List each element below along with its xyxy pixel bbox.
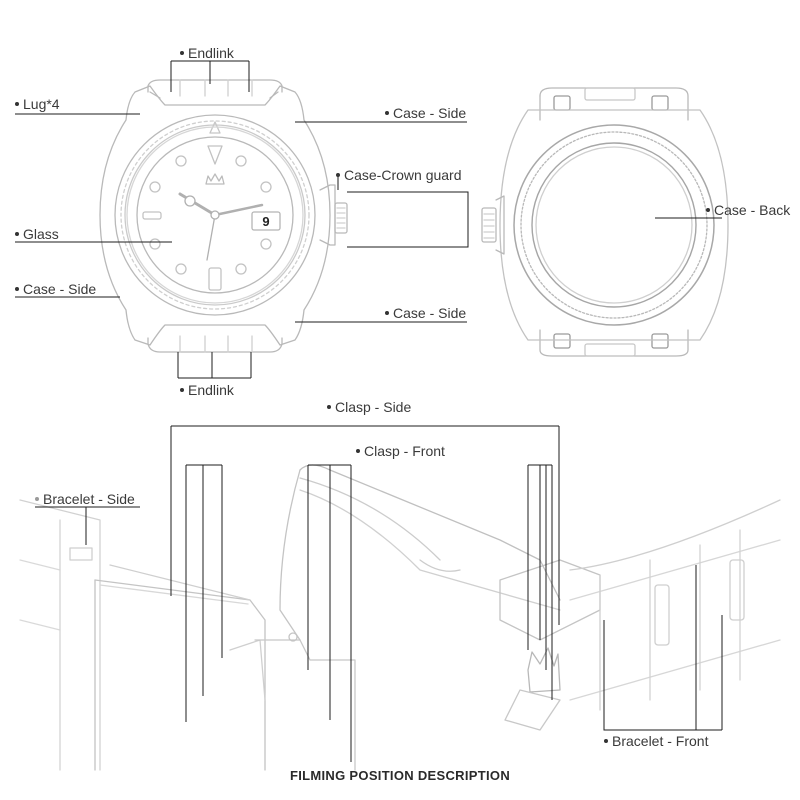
label-case-side-top-right: Case - Side: [385, 105, 466, 121]
bullet-dot-icon: [706, 208, 710, 213]
label-text: Clasp - Front: [364, 443, 445, 459]
label-text: Case-Crown guard: [344, 167, 462, 183]
bullet-dot-icon: [327, 405, 331, 410]
watch-front-illustration: [99, 79, 348, 353]
bullet-dot-icon: [604, 739, 608, 744]
bullet-dot-icon: [385, 111, 389, 116]
diagram-caption: FILMING POSITION DESCRIPTION: [289, 768, 511, 783]
label-endlink-bottom: Endlink: [180, 382, 234, 398]
label-text: Case - Side: [23, 281, 97, 297]
leader-lines: [15, 60, 723, 762]
label-text: Clasp - Side: [335, 399, 412, 415]
label-text: Endlink: [188, 45, 234, 61]
label-text: Glass: [23, 226, 59, 242]
label-case-crown-guard: Case-Crown guard: [336, 167, 462, 183]
label-text: Endlink: [188, 382, 234, 398]
date-window-value: 9: [262, 214, 269, 229]
label-text: Case - Back: [714, 202, 791, 218]
bullet-dot-icon: [15, 287, 19, 292]
label-endlink-top: Endlink: [180, 45, 234, 61]
bullet-dot-icon: [385, 311, 389, 316]
label-text: Bracelet - Front: [612, 733, 709, 749]
bullet-dot-icon: [15, 232, 19, 237]
label-case-side-bottom-right: Case - Side: [385, 305, 466, 321]
label-text: Lug*4: [23, 96, 60, 112]
bullet-dot-icon: [15, 102, 19, 107]
label-clasp-front: Clasp - Front: [356, 443, 445, 459]
label-case-side-left: Case - Side: [15, 281, 96, 297]
label-text: Case - Side: [393, 105, 467, 121]
bracelet-clasp-illustration: [19, 464, 781, 771]
label-case-back: Case - Back: [706, 202, 790, 218]
bullet-dot-icon: [336, 173, 340, 178]
label-text: Bracelet - Side: [43, 491, 135, 507]
watch-back-illustration: [481, 87, 729, 357]
bullet-dot-icon: [180, 51, 184, 56]
bullet-dot-icon: [35, 497, 39, 502]
label-text: Case - Side: [393, 305, 467, 321]
label-bracelet-front: Bracelet - Front: [604, 733, 708, 749]
label-bracelet-side: Bracelet - Side: [35, 491, 135, 507]
label-glass: Glass: [15, 226, 59, 242]
label-clasp-side: Clasp - Side: [327, 399, 411, 415]
label-lug: Lug*4: [15, 96, 60, 112]
bullet-dot-icon: [180, 388, 184, 393]
bullet-dot-icon: [356, 449, 360, 454]
